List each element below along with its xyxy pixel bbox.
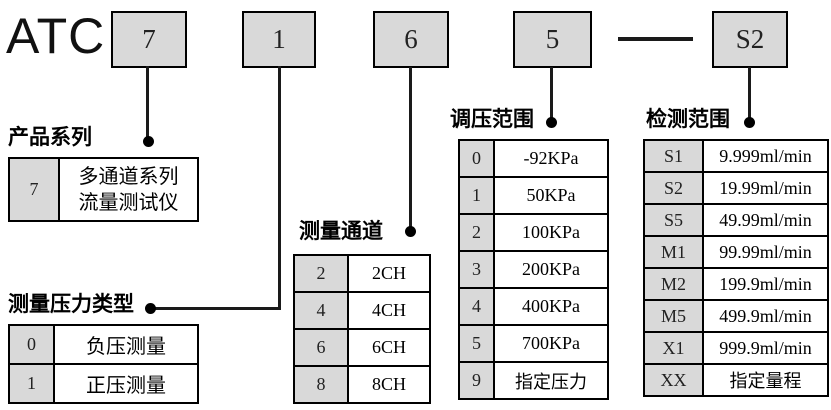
value-cell: 4CH: [347, 291, 431, 330]
value-cell: 9.999ml/min: [702, 139, 829, 173]
code-cell: S5: [643, 203, 704, 237]
section-title-channels: 测量通道: [299, 220, 383, 243]
section-title-pressure-type: 测量压力类型: [8, 293, 134, 316]
table-row: S5 49.99ml/min: [643, 203, 829, 237]
code-segment-box-detection-range: S2: [712, 11, 788, 68]
value-cell: 正压测量: [53, 363, 199, 404]
value-cell: 499.9ml/min: [702, 299, 829, 333]
connector-bullet-detection-range: [744, 117, 755, 128]
table-row: S2 19.99ml/min: [643, 171, 829, 205]
table-row: XX 指定量程: [643, 363, 829, 397]
connector-line-detection-range: [748, 67, 751, 119]
detection-range-table: S1 9.999ml/min S2 19.99ml/min S5 49.99ml…: [643, 139, 829, 397]
code-cell: 7: [8, 157, 60, 222]
value-cell: 8CH: [347, 365, 431, 404]
value-cell: 50KPa: [493, 176, 609, 215]
connector-bullet-regulation-range: [546, 117, 557, 128]
code-cell: 9: [458, 361, 495, 400]
value-cell: -92KPa: [493, 139, 609, 178]
table-row: 3 200KPa: [458, 250, 609, 289]
table-row: 9 指定压力: [458, 361, 609, 400]
value-cell: 100KPa: [493, 213, 609, 252]
code-cell: 6: [293, 328, 349, 367]
code-cell: 4: [293, 291, 349, 330]
table-row: 0 -92KPa: [458, 139, 609, 178]
value-cell: 指定量程: [702, 363, 829, 397]
code-segment-box-pressure-type: 1: [242, 11, 316, 68]
value-cell: 19.99ml/min: [702, 171, 829, 205]
brand-prefix: ATC: [6, 8, 106, 64]
code-cell: M5: [643, 299, 704, 333]
code-cell: 3: [458, 250, 495, 289]
table-row: 1 正压测量: [8, 363, 199, 404]
value-cell: 多通道系列 流量测试仪: [58, 157, 199, 222]
value-cell: 49.99ml/min: [702, 203, 829, 237]
regulation-range-table: 0 -92KPa 1 50KPa 2 100KPa 3 200KPa 4 400…: [458, 139, 609, 400]
value-cell: 6CH: [347, 328, 431, 367]
table-row: 0 负压测量: [8, 324, 199, 365]
table-row: 4 4CH: [293, 291, 431, 330]
code-segment-box-series: 7: [111, 11, 187, 68]
code-cell: 4: [458, 287, 495, 326]
code-cell: 1: [8, 363, 55, 404]
code-segment-box-channels: 6: [373, 11, 449, 68]
code-cell: 0: [8, 324, 55, 365]
connector-line-channels: [409, 67, 412, 229]
code-cell: 2: [458, 213, 495, 252]
table-row: 2 100KPa: [458, 213, 609, 252]
section-title-regulation-range: 调压范围: [450, 108, 534, 131]
value-cell: 负压测量: [53, 324, 199, 365]
value-cell: 200KPa: [493, 250, 609, 289]
table-row: M1 99.99ml/min: [643, 235, 829, 269]
connector-line-pressure-type-horizontal: [151, 307, 281, 310]
code-cell: 2: [293, 254, 349, 293]
table-row: S1 9.999ml/min: [643, 139, 829, 173]
code-cell: M1: [643, 235, 704, 269]
section-title-product-series: 产品系列: [8, 126, 92, 149]
table-row: M2 199.9ml/min: [643, 267, 829, 301]
table-row: 4 400KPa: [458, 287, 609, 326]
connector-bullet-channels: [405, 226, 416, 237]
table-row: 5 700KPa: [458, 324, 609, 363]
code-cell: 8: [293, 365, 349, 404]
value-cell: 指定压力: [493, 361, 609, 400]
table-row: 8 8CH: [293, 365, 431, 404]
value-cell: 99.99ml/min: [702, 235, 829, 269]
connector-line-regulation-range: [550, 67, 553, 119]
code-cell: S2: [643, 171, 704, 205]
table-row: M5 499.9ml/min: [643, 299, 829, 333]
value-cell: 2CH: [347, 254, 431, 293]
table-row: X1 999.9ml/min: [643, 331, 829, 365]
section-title-detection-range: 检测范围: [646, 108, 730, 131]
connector-line-pressure-type-vertical: [278, 66, 281, 310]
code-cell: M2: [643, 267, 704, 301]
code-cell: XX: [643, 363, 704, 397]
value-cell: 400KPa: [493, 287, 609, 326]
code-cell: 0: [458, 139, 495, 178]
connector-line-series: [146, 66, 149, 140]
pressure-type-table: 0 负压测量 1 正压测量: [8, 324, 199, 404]
code-cell: S1: [643, 139, 704, 173]
value-cell: 999.9ml/min: [702, 331, 829, 365]
table-row: 1 50KPa: [458, 176, 609, 215]
connector-bullet-series: [143, 136, 154, 147]
code-cell: X1: [643, 331, 704, 365]
code-segment-box-regulation-range: 5: [513, 11, 592, 68]
code-cell: 1: [458, 176, 495, 215]
product-series-table: 7 多通道系列 流量测试仪: [8, 157, 199, 222]
table-row: 7 多通道系列 流量测试仪: [8, 157, 199, 222]
table-row: 6 6CH: [293, 328, 431, 367]
value-cell: 199.9ml/min: [702, 267, 829, 301]
connector-bullet-pressure-type: [145, 303, 156, 314]
code-separator-dash: [618, 37, 693, 41]
code-cell: 5: [458, 324, 495, 363]
table-row: 2 2CH: [293, 254, 431, 293]
channels-table: 2 2CH 4 4CH 6 6CH 8 8CH: [293, 254, 431, 404]
value-cell: 700KPa: [493, 324, 609, 363]
